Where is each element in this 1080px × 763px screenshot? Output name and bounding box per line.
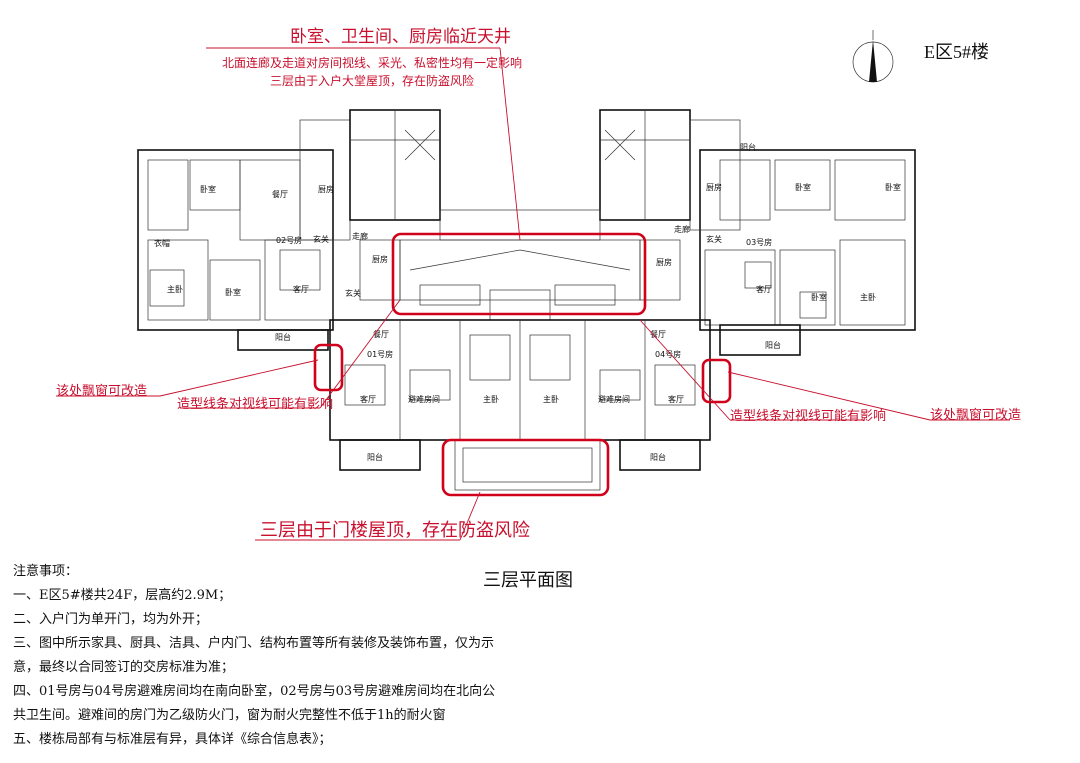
notes-item: 四、01号房与04号房避难房间均在南向卧室，02号房与03号房避难房间均在北向公 [13,684,496,699]
notes-item: 五、楼栋局部有与标准层有异，具体详《综合信息表》； [13,732,332,747]
annotation-top-title: 卧室、卫生间、厨房临近天井 [290,27,511,47]
room-label-dining: 餐厅 [272,190,288,199]
room-label-bedroom-2: 卧室 [225,287,241,297]
lower-units [329,319,711,491]
notes-item: 意，最终以合同签订的交房标准为准； [13,660,235,675]
room-label-master-3: 主卧 [483,394,499,404]
room-label-balcony-3: 阳台 [765,340,781,350]
room-label-unit-04: 04号房 [655,349,681,359]
building-label: E区5#楼 [924,42,989,62]
room-label-kitchen-4: 厨房 [656,257,672,267]
room-label-master: 主卧 [167,284,183,294]
highlight-left-bay [313,343,344,392]
center-core [359,209,681,321]
room-label-hall: 玄关 [313,234,329,244]
room-label-corridor: 走廊 [352,231,368,241]
room-label-balcony: 阳台 [275,332,291,342]
room-label-balcony-4: 阳台 [367,452,383,462]
notes-item: 二、入户门为单开门，均为外开； [13,612,209,627]
notes-heading: 注意事项： [13,564,79,579]
annotation-right-line-sight: 造型线条对视线可能有影响 [730,409,887,424]
notes-item: 一、E区5#楼共24F，层高约2.9M； [13,588,232,603]
notes-item: 三、图中所示家具、厨具、洁具、户内门、结构布置等所有装修及装饰布置，仅为示 [13,636,495,651]
north-arrow-icon [852,30,894,83]
room-label-bedroom-5: 卧室 [811,292,827,302]
annotation-top-detail-line2: 三层由于入户大堂屋顶，存在防盗风险 [269,74,474,88]
highlight-porch-roof [441,438,610,497]
room-label-living-2: 客厅 [756,284,772,294]
room-label-hall-2: 玄关 [345,288,361,298]
leader-lines [56,47,1010,541]
annotation-top-detail-line1: 北面连廊及走道对房间视线、采光、私密性均有一定影响 [222,56,523,70]
annotation-top-detail: 北面连廊及走道对房间视线、采光、私密性均有一定影响 三层由于入户大堂屋顶，存在防… [222,54,522,90]
plan-title: 三层平面图 [483,570,573,591]
room-label-hall-3: 玄关 [706,234,722,244]
room-label-corridor-2: 走廊 [674,224,690,234]
room-label-bedroom-3: 卧室 [795,182,811,192]
room-label-master-2: 主卧 [860,292,876,302]
room-label-bedroom-4: 卧室 [885,182,901,192]
annotation-right-bay-window: 该处飘窗可改造 [930,408,1022,423]
room-label-kitchen: 厨房 [318,184,334,194]
room-label-living-4: 客厅 [668,394,684,404]
right-wing-walls [599,109,916,356]
room-label-living: 客厅 [293,284,309,294]
notes-block: 注意事项： 一、E区5#楼共24F，层高约2.9M； 二、入户门为单开门，均为外… [13,560,533,752]
room-label-living-3: 客厅 [360,394,376,404]
room-label-cloakroom: 衣帽 [154,238,170,248]
room-labels: 卧室 餐厅 厨房 衣帽 02号房 玄关 走廊 主卧 卧室 客厅 阳台 厨房 玄关… [154,142,901,462]
room-label-dining-2: 餐厅 [373,330,389,339]
left-wing-walls [137,109,441,351]
room-label-refuge-2: 避难房间 [598,394,630,404]
room-label-dining-3: 餐厅 [650,330,666,339]
room-label-master-4: 主卧 [543,394,559,404]
room-label-refuge: 避难房间 [408,394,440,404]
annotation-left-bay-window: 该处飘窗可改造 [56,384,148,399]
annotation-bottom: 三层由于门楼屋顶，存在防盗风险 [260,520,530,541]
notes-item: 共卫生间。避难间的房门为乙级防火门，窗为耐火完整性不低于1h的耐火窗 [13,708,446,723]
annotation-left-line-sight: 造型线条对视线可能有影响 [177,397,334,412]
room-label-kitchen-3: 厨房 [706,182,722,192]
room-label-unit-03: 03号房 [746,237,772,247]
room-label-bedroom: 卧室 [200,184,216,194]
highlight-atrium [391,232,647,316]
room-label-unit-01: 01号房 [367,349,393,359]
highlight-right-bay [701,358,732,404]
room-label-balcony-2: 阳台 [740,142,756,152]
room-label-unit-02: 02号房 [276,235,302,245]
room-label-balcony-5: 阳台 [650,452,666,462]
room-label-kitchen-2: 厨房 [372,254,388,264]
